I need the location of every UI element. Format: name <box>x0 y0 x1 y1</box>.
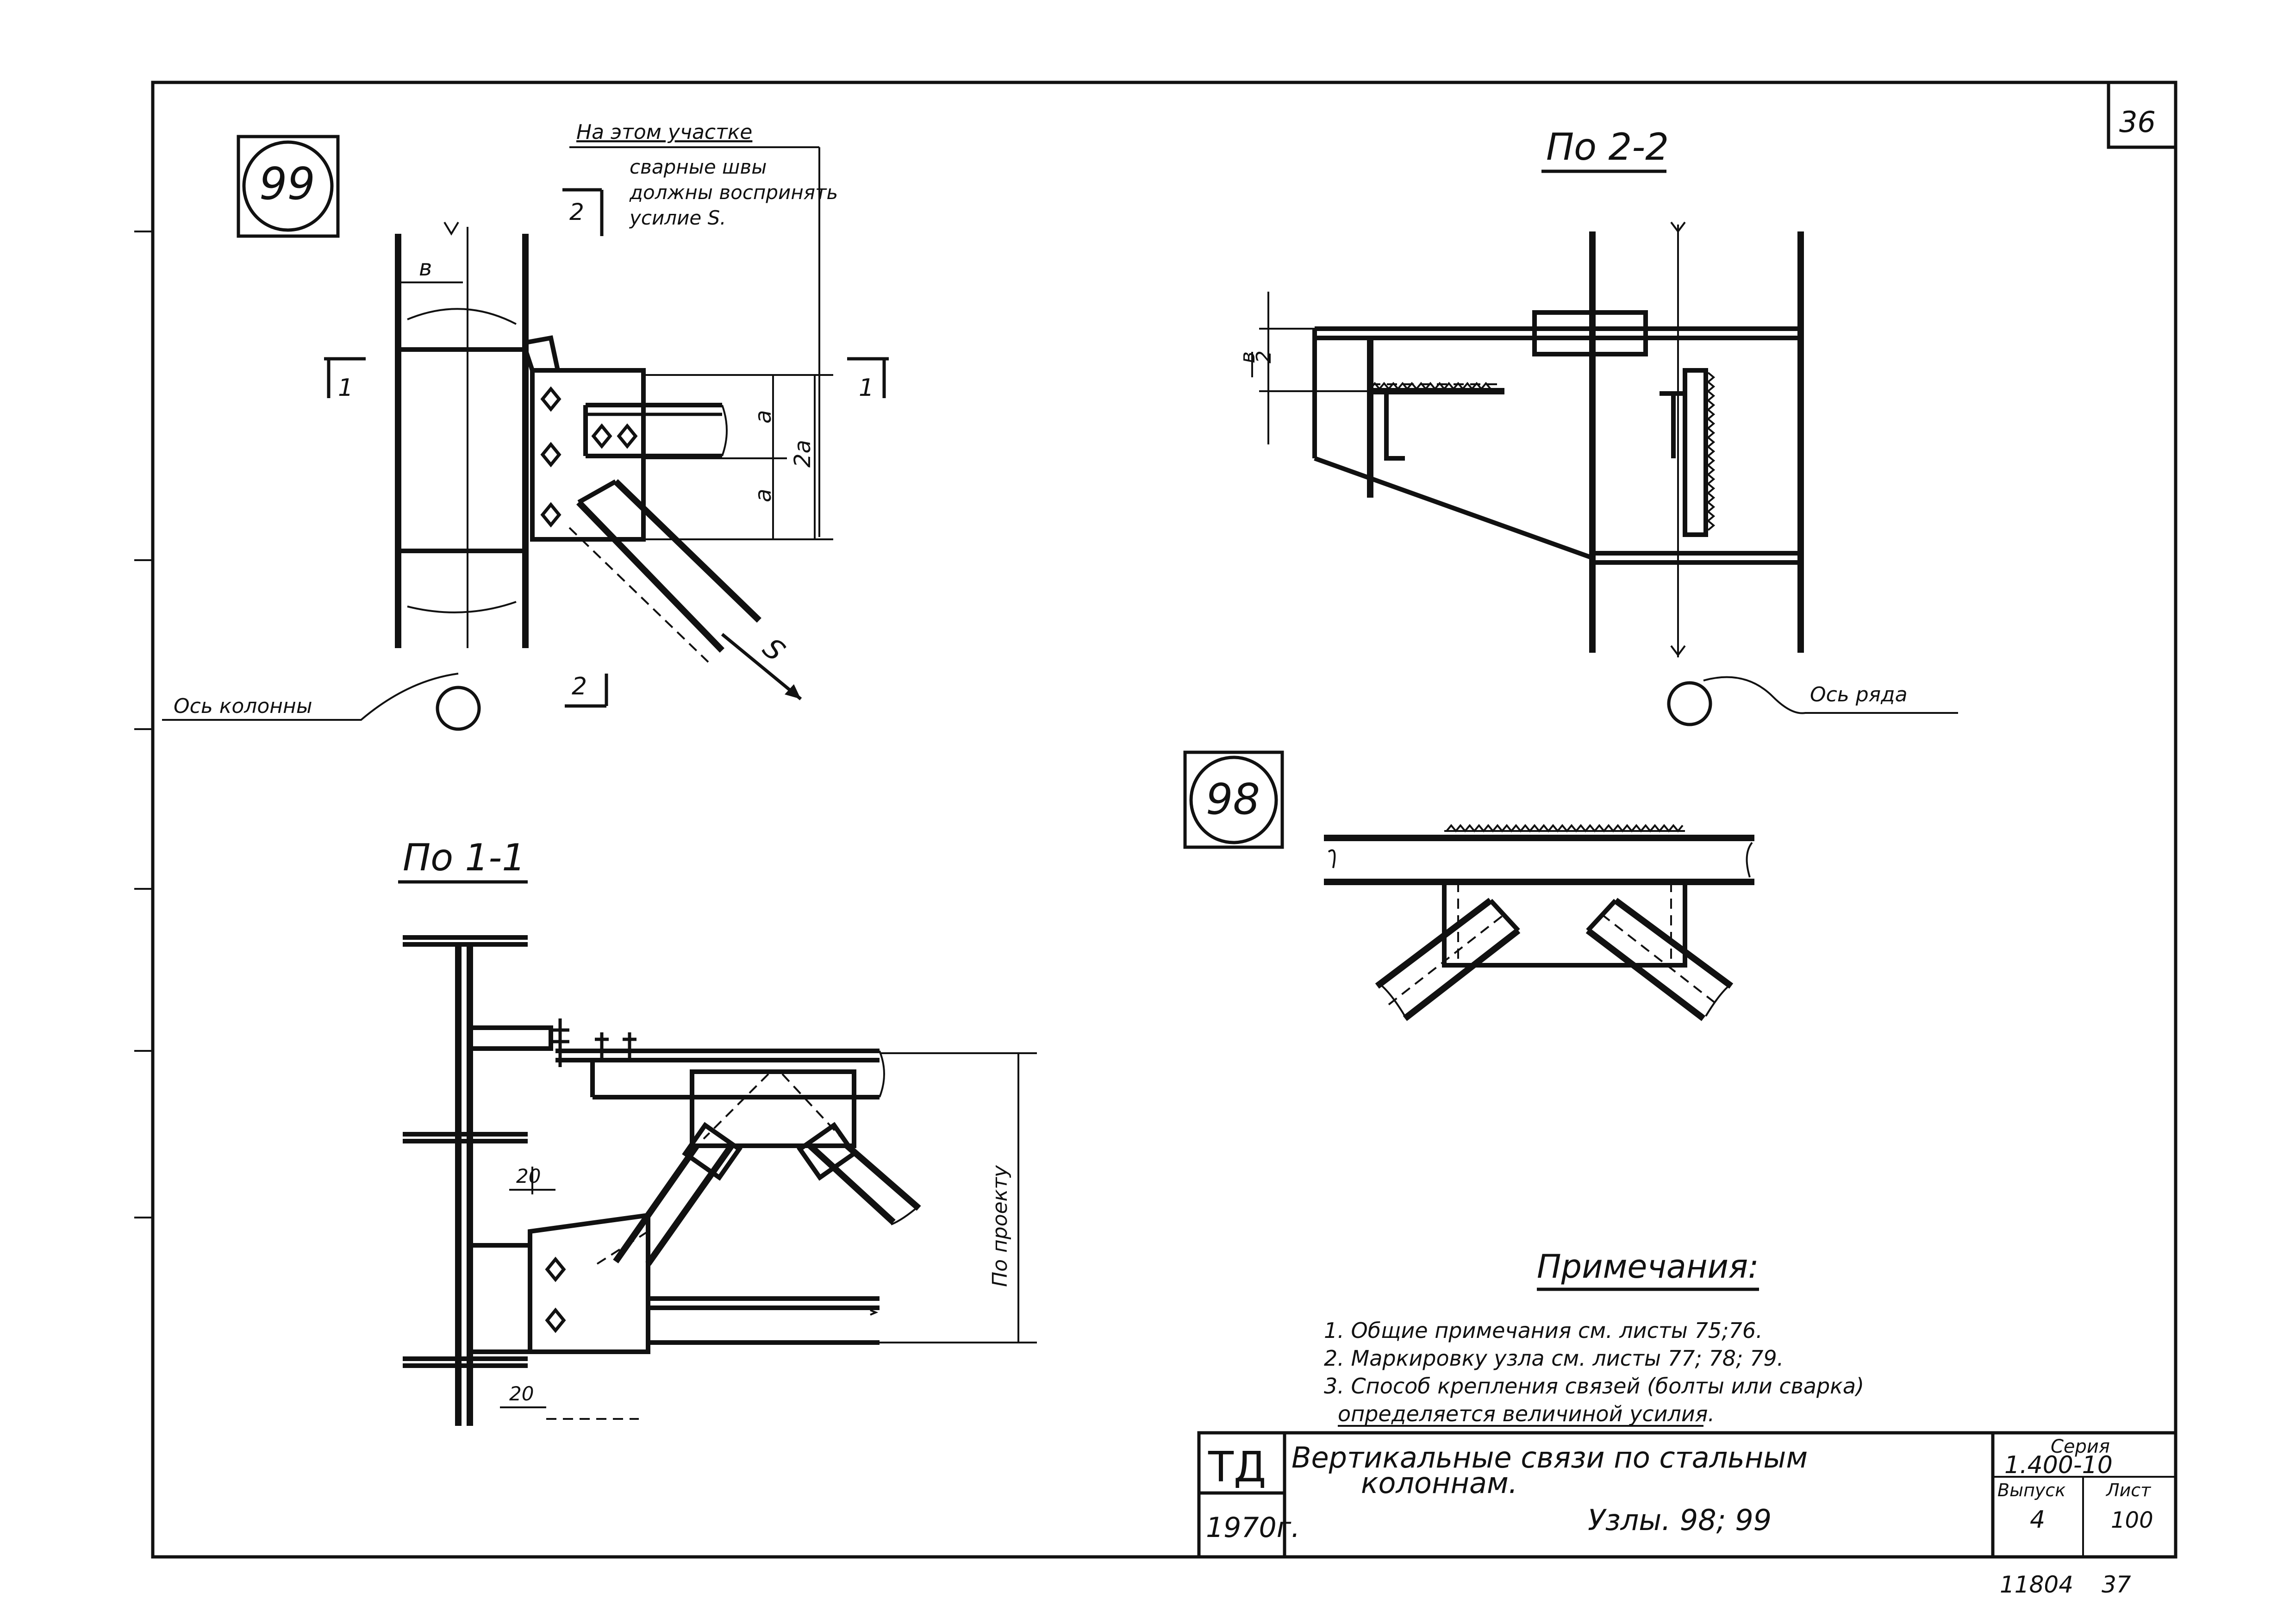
corner-sheet-number: 36 <box>2119 105 2156 139</box>
node-99-note-title: На этом участке <box>576 120 752 144</box>
node-99-dim-b: в <box>419 255 432 281</box>
section-1-1-title: По 1-1 <box>403 836 525 879</box>
row-axis-label: Ось ряда <box>1810 683 1908 706</box>
node-99: 99 На этом участке сварные швы должны во… <box>162 120 889 731</box>
issue-label: Выпуск <box>1997 1480 2065 1500</box>
title-block: ТД 1970г. Вертикальные связи по стальным… <box>1197 1431 2177 1559</box>
node-99-dim-a-lower: а <box>750 489 776 502</box>
node-99-note-line-1: сварные швы <box>630 156 767 178</box>
node-99-note-line-2: должны воспринять <box>629 181 838 204</box>
node-99-number: 99 <box>259 159 315 210</box>
node-99-section-1-left: 1 <box>338 374 353 402</box>
node-99-marker: 99 <box>237 135 340 238</box>
issue-value: 4 <box>2030 1506 2045 1534</box>
node-99-note-line-3: усилие S. <box>629 206 726 229</box>
corner-sheet-box <box>2107 81 2177 149</box>
section-1-1-dim-20-bottom: 20 <box>509 1382 534 1405</box>
node-99-section-2: 2 <box>572 673 587 700</box>
node-98: 98 <box>1183 750 1754 1021</box>
node-99-note-marker: 2 <box>569 199 584 225</box>
sheet-frame <box>151 81 2177 1559</box>
section-1-1: По 1-1 <box>398 836 1037 1426</box>
note-item-2: 2. Маркировку узла см. листы 77; 78; 79. <box>1324 1346 1784 1371</box>
node-99-dim-a-upper: а <box>750 410 776 424</box>
node-99-force-label: S <box>756 632 791 668</box>
section-1-1-dim-20-top: 20 <box>516 1165 541 1187</box>
title-nodes: Узлы. 98; 99 <box>1588 1503 1772 1537</box>
title-org: ТД <box>1208 1443 1266 1492</box>
sheet-label: Лист <box>2105 1480 2152 1500</box>
section-2-2-title: По 2-2 <box>1546 125 1669 169</box>
node-99-section-1-right: 1 <box>859 374 874 402</box>
section-1-1-bolts-top <box>551 1018 636 1067</box>
left-margin-ticks <box>134 231 153 1218</box>
section-2-2-dim-frac-top: в <box>1236 351 1260 363</box>
title-line-1: Вертикальные связи по стальным <box>1292 1441 1808 1474</box>
title-year: 1970г. <box>1206 1512 1300 1544</box>
section-1-1-bolts-bottom <box>545 1256 566 1333</box>
node-98-number: 98 <box>1206 775 1260 824</box>
sheet-value: 100 <box>2111 1507 2153 1533</box>
notes-title: Примечания: <box>1537 1248 1759 1286</box>
title-line-2: колоннам. <box>1361 1466 1518 1500</box>
bottom-number-right: 37 <box>2102 1571 2131 1598</box>
node-98-marker: 98 <box>1183 750 1284 849</box>
note-item-3: 3. Способ крепления связей (болты или св… <box>1324 1374 1864 1399</box>
section-1-1-dim-project: По проекту <box>988 1165 1012 1287</box>
section-2-2: По 2-2 в 2 Ось ряда <box>1236 125 1958 726</box>
note-item-4: определяется величиной усилия. <box>1338 1401 1715 1426</box>
bottom-number-left: 11804 <box>2000 1571 2073 1598</box>
notes-block: Примечания: 1. Общие примечания см. лист… <box>1324 1248 1864 1427</box>
series-label: Серия <box>2051 1436 2110 1457</box>
node-99-dim-2a: 2а <box>790 440 816 468</box>
section-2-2-dim-frac-bottom: 2 <box>1252 350 1276 363</box>
note-item-1: 1. Общие примечания см. листы 75;76. <box>1324 1318 1763 1343</box>
series-value: 1.400-10 <box>2004 1451 2113 1479</box>
node-99-bolts <box>540 386 638 528</box>
column-axis-label: Ось колонны <box>174 694 312 718</box>
